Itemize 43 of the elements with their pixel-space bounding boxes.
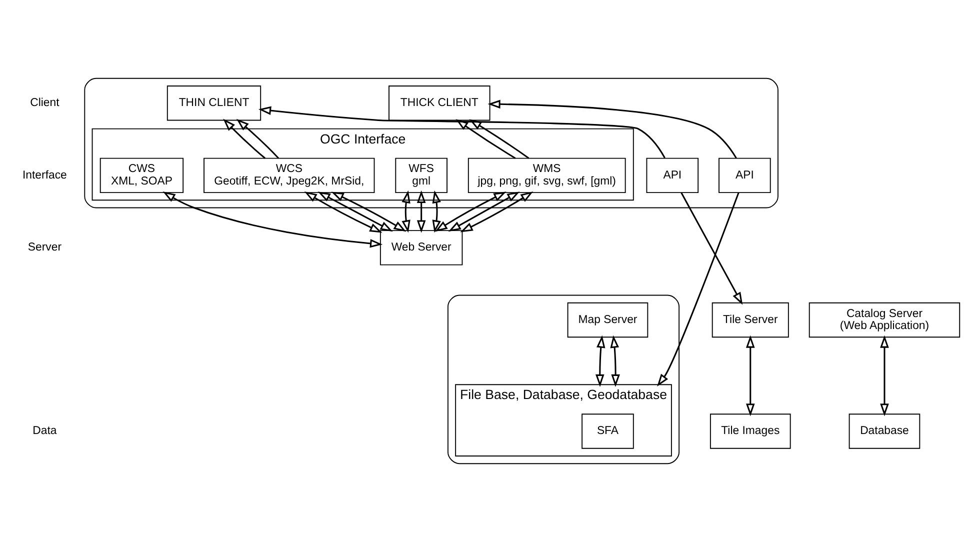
arrow [595, 335, 606, 387]
arrow [680, 192, 743, 305]
node-box: SFA [582, 414, 634, 449]
label: Client [30, 97, 60, 110]
arrow [469, 119, 530, 159]
arrow [448, 192, 520, 232]
node-box: Database [848, 414, 920, 449]
arrow [318, 192, 393, 232]
node-box: THICK CLIENT [388, 86, 490, 121]
cluster [84, 78, 778, 208]
arrow [416, 190, 426, 233]
arrow [880, 335, 889, 416]
arrow [304, 192, 382, 233]
node-box: Map Server [567, 302, 648, 338]
node-box: Tile Images [710, 414, 791, 449]
node-box: Catalog Server (Web Application) [808, 302, 960, 338]
arrow [258, 106, 666, 158]
arrow [657, 192, 740, 386]
label: Data [32, 425, 57, 438]
arrow [223, 118, 266, 159]
arrow [434, 192, 506, 232]
label: Interface [22, 169, 67, 182]
node-box: WCS Geotiff, ECW, Jpeg2K, MrSid, [204, 158, 375, 194]
arrow [432, 190, 441, 233]
arrow [162, 192, 383, 248]
arrow [610, 335, 620, 387]
arrow [456, 119, 516, 159]
arrow [331, 192, 406, 232]
arrow [746, 335, 755, 416]
node-box: API [718, 158, 771, 194]
cluster [447, 294, 680, 464]
node-box: WMS jpg, png, gif, svg, swf, [gml) [468, 158, 626, 194]
arrow [236, 118, 280, 159]
node-box: WFS gml [395, 158, 448, 194]
arrow [460, 191, 534, 232]
node-box: Web Server [380, 230, 463, 266]
node-box: API [646, 158, 699, 194]
label: Server [28, 242, 62, 254]
arrow [488, 100, 737, 158]
node-box: Tile Server [712, 302, 789, 338]
node-box: THIN CLIENT [166, 86, 262, 121]
node-box: CWS XML, SOAP [100, 158, 184, 194]
arrow [402, 190, 410, 233]
